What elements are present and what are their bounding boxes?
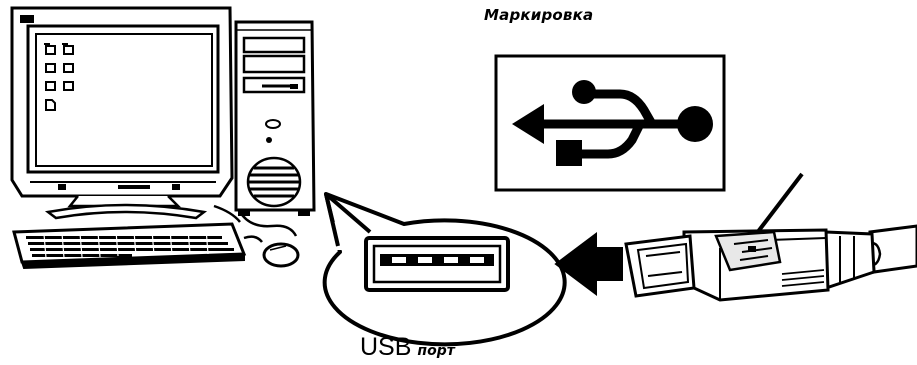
system-unit-icon xyxy=(234,20,316,216)
usb-port-icon xyxy=(364,236,510,292)
cables xyxy=(213,204,298,237)
arrow-left-icon xyxy=(554,232,623,296)
port-label: порт xyxy=(417,343,455,359)
usb-port-caption: USB порт xyxy=(360,333,455,363)
desktop-folder-icons xyxy=(44,43,74,111)
computer-monitor-icon xyxy=(10,6,234,220)
usb-symbol-box xyxy=(494,54,726,192)
mouse-icon xyxy=(243,235,300,268)
usb-symbol-icon xyxy=(512,80,713,166)
usb-label: USB xyxy=(360,333,412,361)
usb-plug-icon xyxy=(624,224,917,302)
marking-label: Маркировка xyxy=(484,6,594,24)
keyboard-icon xyxy=(12,222,247,270)
